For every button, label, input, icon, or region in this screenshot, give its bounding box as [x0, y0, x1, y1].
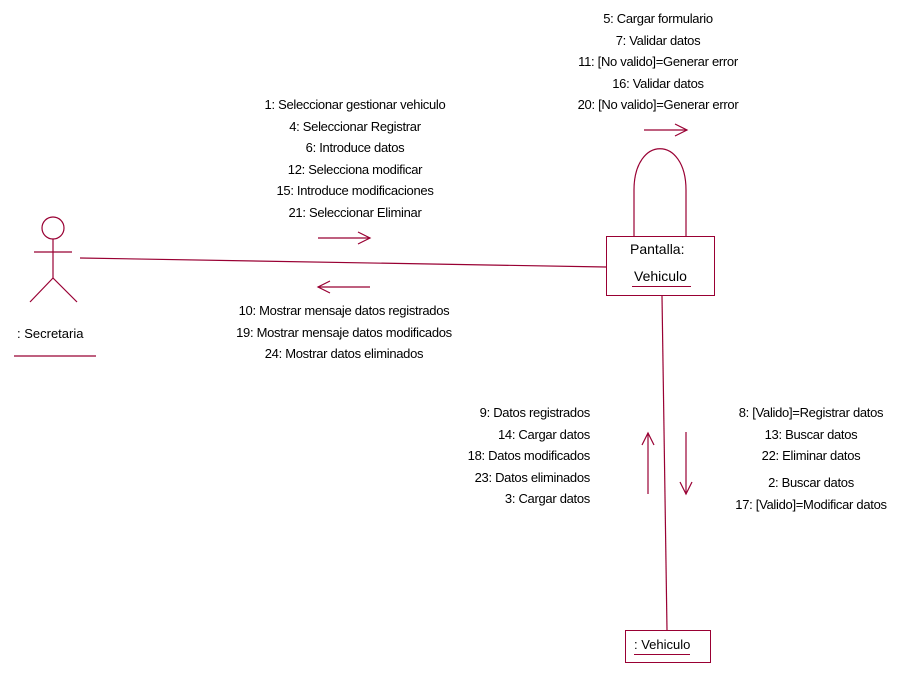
message-label: 13: Buscar datos [764, 426, 858, 442]
link-pantalla-vehiculo [661, 295, 668, 631]
message-label: 22: Eliminar datos [761, 448, 861, 463]
arrow-right-icon [318, 231, 372, 245]
message-label: 4: Seleccionar Registrar [289, 118, 421, 134]
arrow-right-icon [644, 123, 689, 137]
vehiculo-object [625, 630, 711, 663]
pantalla-object-name-line2: Vehiculo [632, 268, 691, 287]
arrow-left-icon [316, 280, 370, 294]
message-label: 15: Introduce modificaciones [276, 183, 434, 198]
message-label: 23: Datos eliminados [474, 469, 591, 485]
arrow-down-icon [679, 432, 693, 496]
message-label: 12: Selecciona modificar [287, 161, 423, 177]
vehiculo-object-name: : Vehiculo [634, 637, 691, 655]
vehiculo-to-pantalla-messages: 9: Datos registrados 14: Cargar datos 18… [430, 402, 591, 510]
arrow-up-icon [641, 431, 655, 494]
message-label: 11: [No valido]=Generar error [578, 54, 738, 69]
message-label: 18: Datos modificados [467, 448, 591, 463]
message-label: 3: Cargar datos [504, 491, 590, 506]
message-label: 6: Introduce datos [305, 140, 405, 155]
message-label: 17: [Valido]=Modificar datos [735, 496, 887, 512]
message-label: 2: Buscar datos [768, 475, 854, 490]
message-label: 8: [Valido]=Registrar datos [738, 405, 884, 420]
pantalla-object-name-line1: Pantalla: [630, 241, 685, 257]
message-label: 10: Mostrar mensaje datos registrados [238, 303, 450, 318]
message-label: 24: Mostrar datos eliminados [264, 346, 424, 361]
message-label: 9: Datos registrados [479, 405, 591, 420]
self-loop-link [633, 148, 687, 236]
link-actor-pantalla [79, 257, 607, 268]
actor-to-pantalla-messages: 1: Seleccionar gestionar vehiculo 4: Sel… [240, 94, 470, 223]
message-label: 20: [No valido]=Generar error [577, 97, 739, 112]
message-label: 5: Cargar formulario [603, 11, 713, 26]
message-label: 19: Mostrar mensaje datos modificados [236, 324, 452, 340]
pantalla-to-actor-messages: 10: Mostrar mensaje datos registrados 19… [208, 300, 480, 365]
actor-name: : Secretaria [17, 326, 84, 341]
message-label: 21: Seleccionar Eliminar [288, 204, 422, 220]
actor-icon [29, 216, 78, 303]
message-label: 7: Validar datos [615, 32, 701, 48]
message-label: 16: Validar datos [612, 75, 704, 91]
message-label: 14: Cargar datos [497, 426, 590, 442]
pantalla-to-vehiculo-messages: 8: [Valido]=Registrar datos 13: Buscar d… [720, 402, 902, 515]
self-loop-messages: 5: Cargar formulario 7: Validar datos 11… [560, 8, 756, 116]
message-label: 1: Seleccionar gestionar vehiculo [264, 97, 446, 112]
